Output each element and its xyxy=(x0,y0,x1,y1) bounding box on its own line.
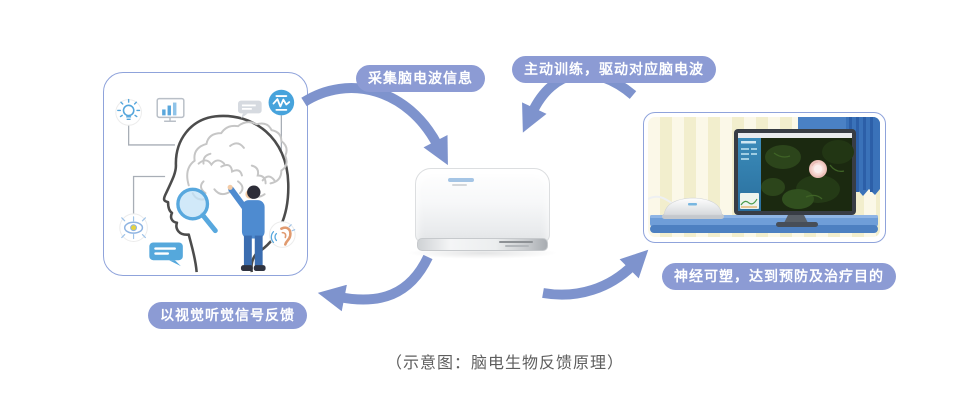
connector-line xyxy=(132,175,166,214)
ai-eye-icon xyxy=(119,213,148,242)
device-base xyxy=(417,238,548,251)
person-figure xyxy=(227,184,266,272)
label-train: 主动训练，驱动对应脑电波 xyxy=(512,56,716,83)
arrow-neuro xyxy=(542,249,649,300)
training-scene-card xyxy=(643,112,886,243)
dome-device-icon xyxy=(662,197,724,219)
speech-bubble-icon xyxy=(238,100,262,119)
device-logo xyxy=(448,178,474,182)
software-sidebar xyxy=(738,138,761,211)
training-scene xyxy=(648,117,880,237)
device-body xyxy=(415,168,550,243)
eeg-device xyxy=(407,168,558,259)
brainwave-icon xyxy=(268,89,295,116)
arrow-collect xyxy=(301,83,448,166)
brain-analysis-card xyxy=(103,72,308,276)
diagram-caption: （示意图：脑电生物反馈原理） xyxy=(386,355,625,372)
flower-image xyxy=(761,138,854,211)
label-collect: 采集脑电波信息 xyxy=(356,65,485,92)
label-neuro: 神经可塑，达到预防及治疗目的 xyxy=(662,263,896,290)
ear-icon xyxy=(269,221,296,248)
chart-monitor-icon xyxy=(156,97,185,123)
lightbulb-icon xyxy=(115,98,142,126)
device-model-subtext xyxy=(505,245,529,247)
arrow-feedback xyxy=(317,254,433,312)
connector-line xyxy=(127,125,175,146)
screen-toolbar xyxy=(738,133,852,138)
computer-monitor-icon xyxy=(734,129,856,227)
device-logo-subtext xyxy=(452,184,467,186)
chat-bubble-icon xyxy=(149,242,183,267)
label-feedback: 以视觉听觉信号反馈 xyxy=(148,302,307,329)
device-model-text xyxy=(499,241,533,243)
brain-illustration xyxy=(115,89,296,273)
magnifier-icon xyxy=(176,187,218,234)
